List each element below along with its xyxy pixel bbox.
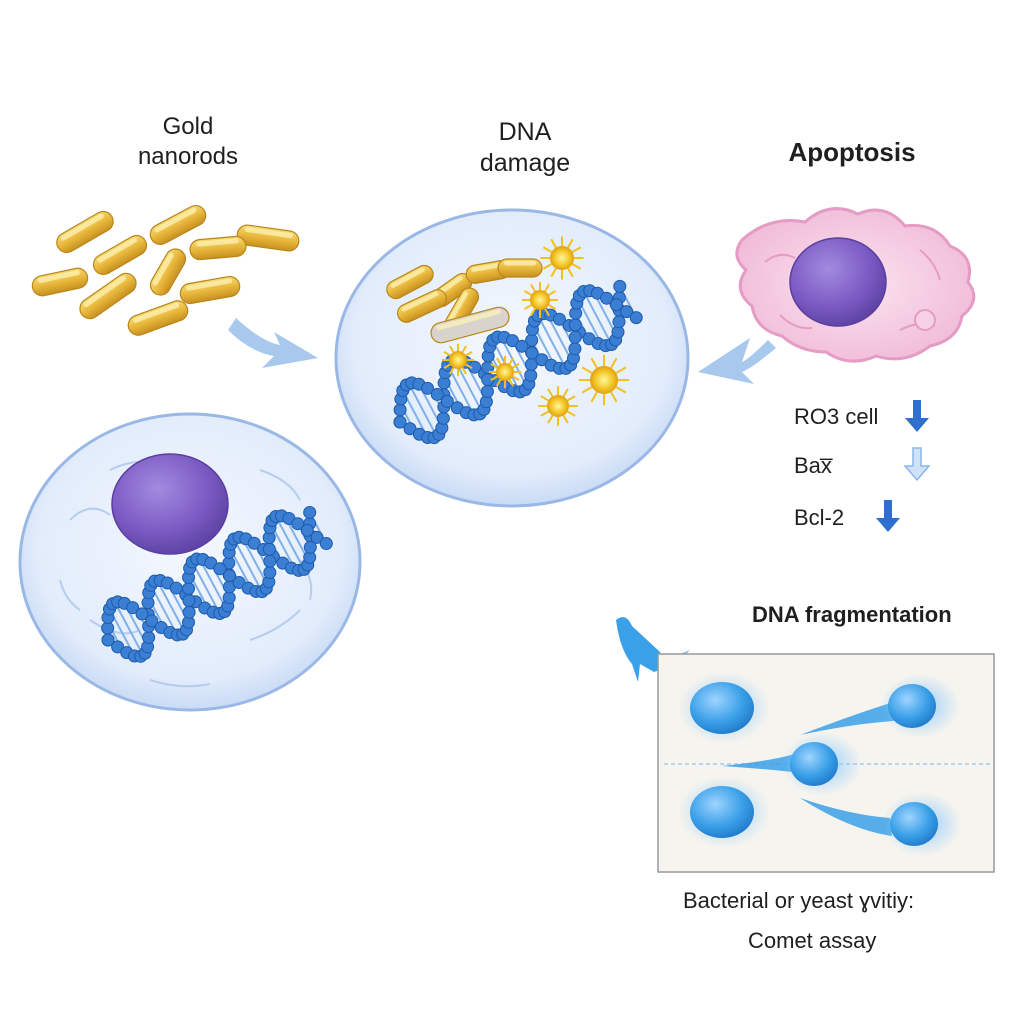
marker-arrow-bax <box>903 447 931 482</box>
caption-line2: Comet assay <box>748 928 877 953</box>
gold-nanorod <box>386 264 434 300</box>
marker-arrow-bcl2 <box>876 500 900 532</box>
gold-nanorod <box>179 275 241 305</box>
gold-nanorod <box>127 300 189 336</box>
comet-assay-panel <box>657 653 995 873</box>
label-apoptosis: Apoptosis <box>788 137 916 167</box>
gold-nanorod <box>31 267 89 297</box>
gold-nanorod <box>149 248 187 296</box>
gold-nanorod <box>396 289 448 323</box>
comet-head-intact <box>690 786 754 838</box>
ros-burst-icon <box>522 282 558 318</box>
arrow-apoptosis-to-cell <box>698 338 776 384</box>
label-gold-line1: Gold <box>162 113 214 140</box>
ros-burst-icon <box>538 386 578 426</box>
marker-bax: Bax̅ <box>794 453 832 478</box>
label-dna-line1: DNA <box>498 118 552 146</box>
comet-tail-2 <box>790 742 838 786</box>
label-gold-line2: nanorods <box>137 143 239 170</box>
ros-burst-icon <box>540 236 584 280</box>
comet-tail-1 <box>888 684 936 728</box>
ros-bursts <box>441 236 630 426</box>
gold-nanorod <box>92 234 148 276</box>
marker-arrow-ro3 <box>905 400 929 432</box>
arrow-nanorods-to-cell <box>228 318 318 368</box>
label-dna-line2: damage <box>479 149 571 178</box>
ros-burst-icon <box>441 343 475 377</box>
label-dna-fragmentation: DNA fragmentation <box>752 602 952 627</box>
label-dna-damage: DNA damage <box>425 117 625 180</box>
marker-ro3-cell: RO3 cell <box>794 404 879 429</box>
internalized-nanorods <box>386 258 543 344</box>
gold-nanorod <box>430 306 510 344</box>
ros-burst-icon <box>578 354 630 406</box>
label-gold-nanorods: Gold nanorods <box>88 112 288 172</box>
dna-helix-healthy <box>101 505 333 663</box>
gold-nanorod <box>497 258 543 278</box>
apoptotic-cell <box>735 207 976 363</box>
damaged-cell <box>334 208 690 508</box>
gold-nanorod <box>236 224 300 252</box>
gold-nanorod <box>79 272 137 320</box>
ros-burst-icon <box>488 355 522 389</box>
comet-head-intact <box>690 682 754 734</box>
comet-tail-3 <box>890 802 938 846</box>
gold-nanorod <box>189 235 247 261</box>
marker-bcl2: Bcl-2 <box>794 505 845 530</box>
healthy-cell <box>18 412 362 712</box>
caption-line1: Bacterial or yeast ɣvitiy: <box>683 888 915 913</box>
gold-nanorods-group <box>31 205 300 336</box>
gold-nanorod <box>56 210 114 254</box>
gold-nanorod <box>149 205 207 245</box>
